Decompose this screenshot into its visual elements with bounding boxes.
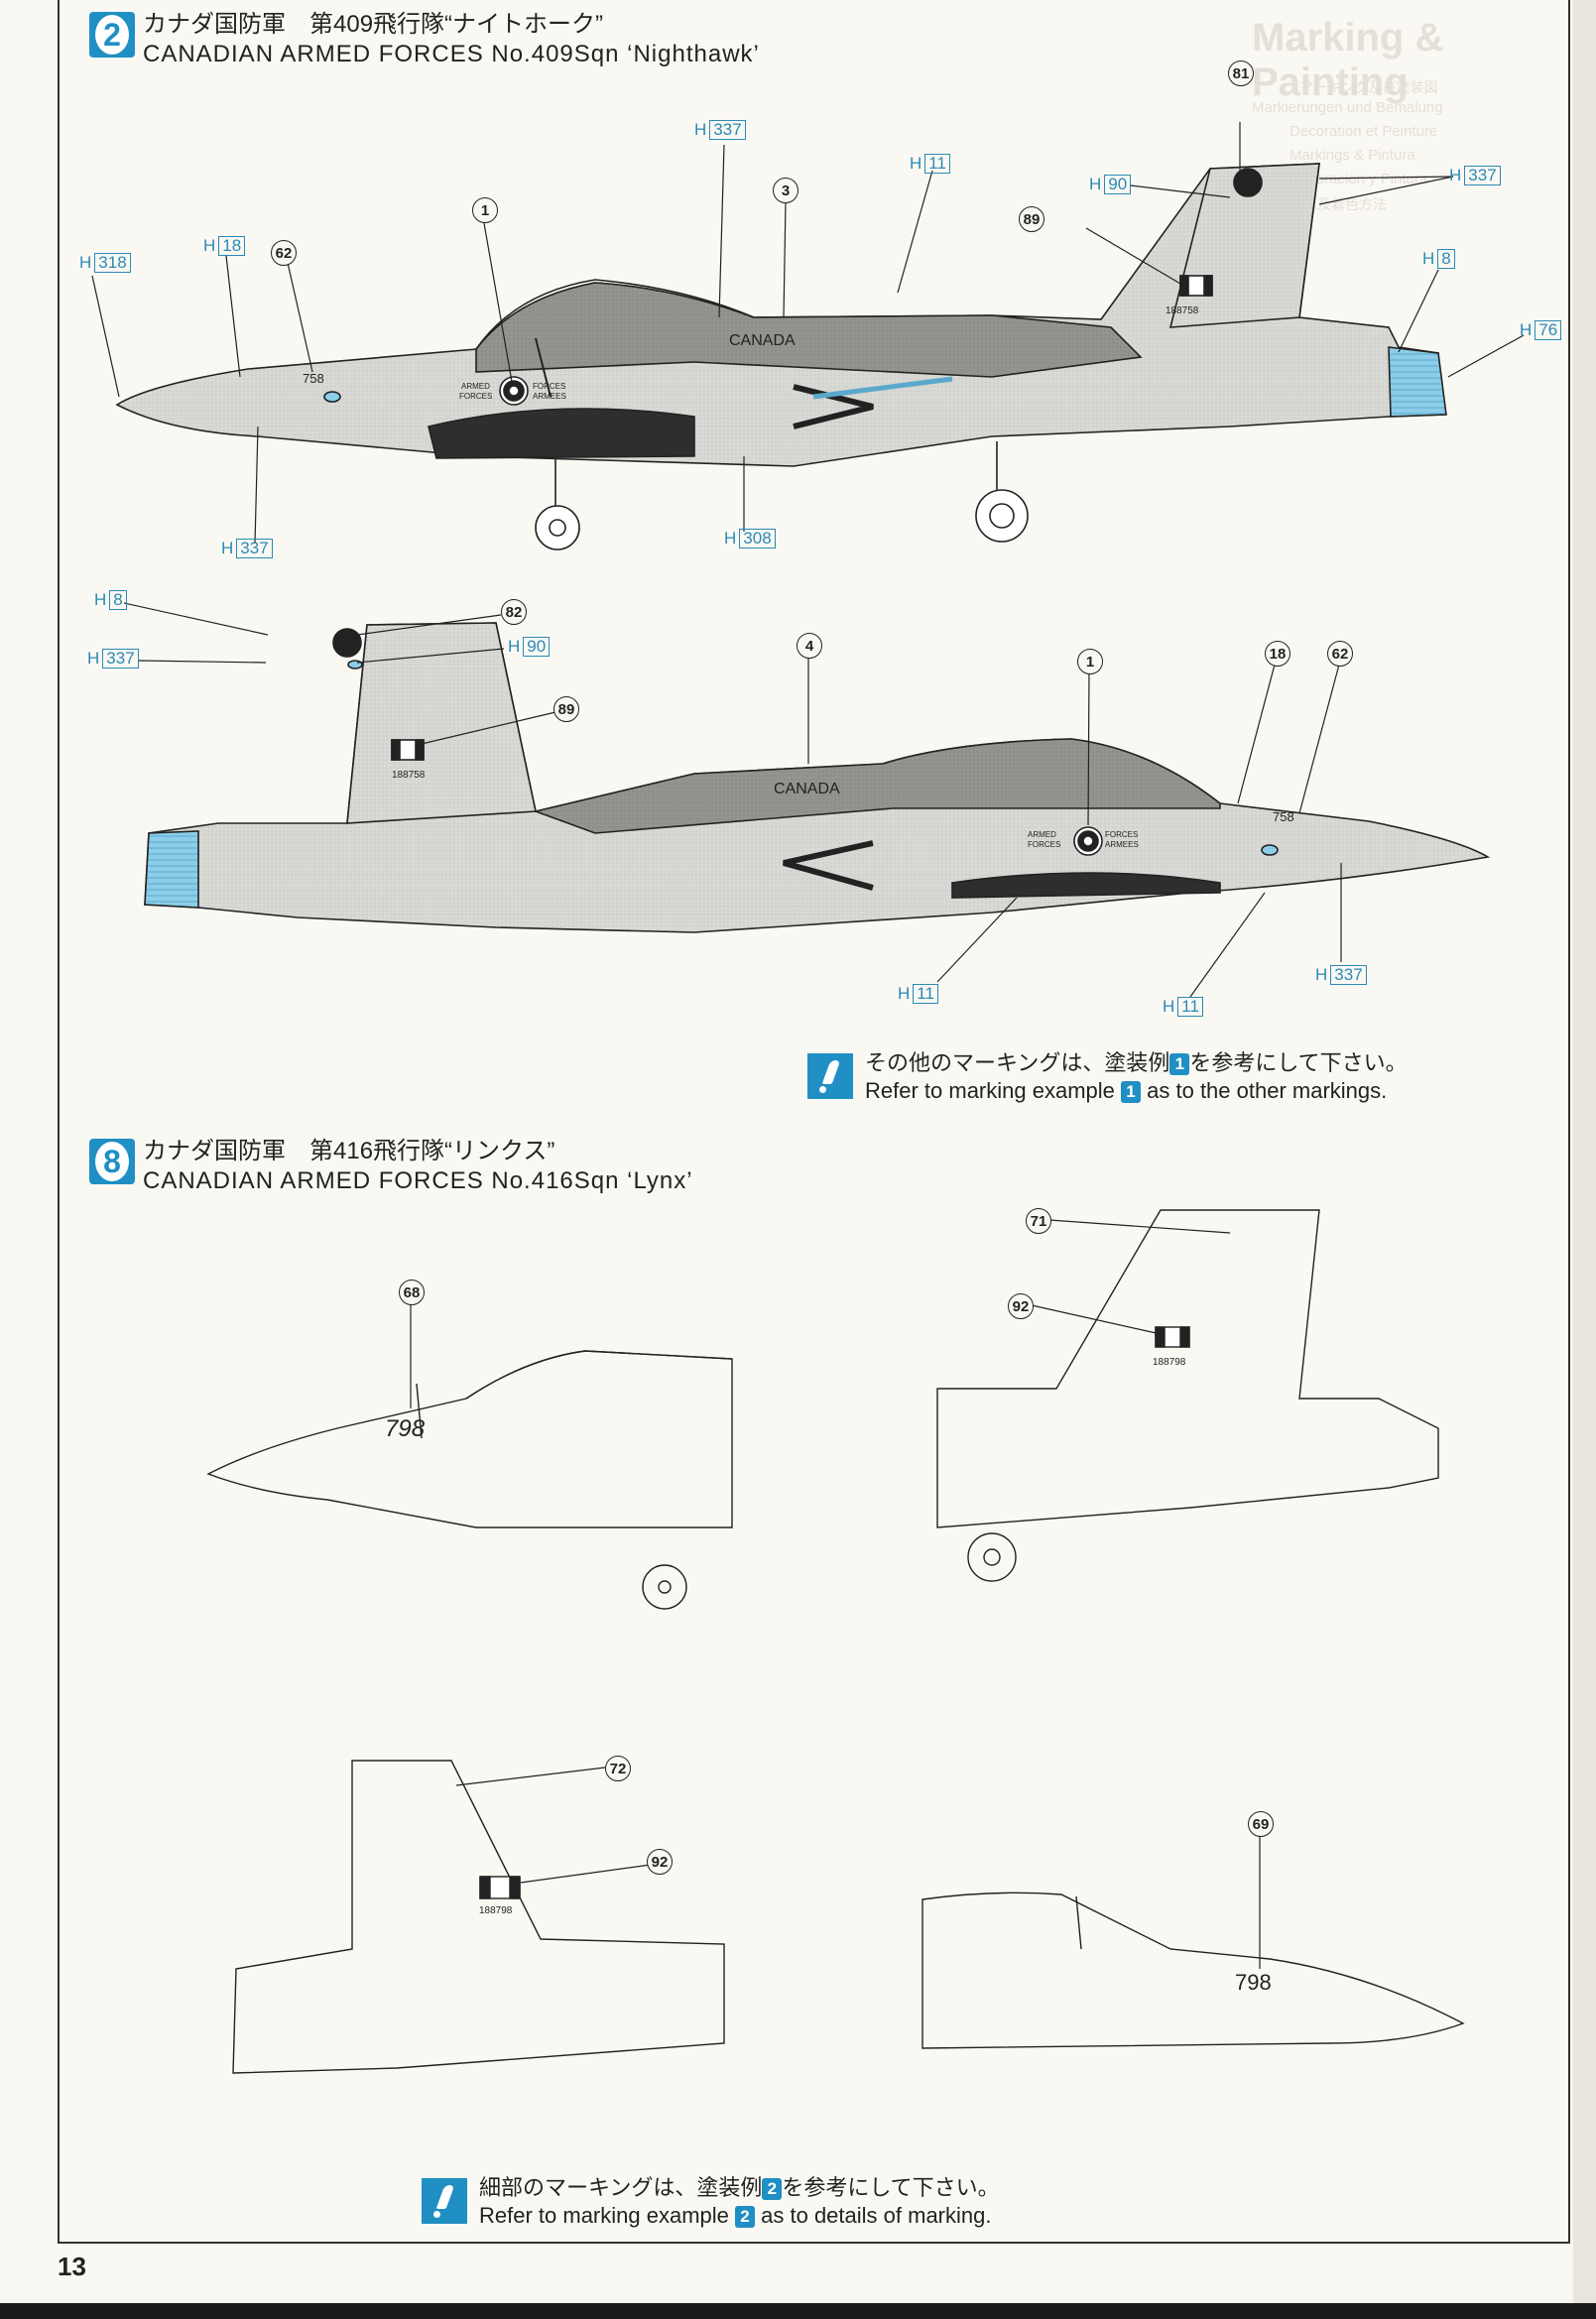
leader-lines bbox=[410, 1219, 1261, 1969]
decal-callout: 92 bbox=[647, 1849, 673, 1875]
ghost-title: Marking & Painting bbox=[1252, 16, 1444, 104]
decal-callout: 62 bbox=[1327, 641, 1353, 667]
decal-callout: 62 bbox=[271, 240, 297, 266]
section-title-en: CANADIAN ARMED FORCES No.416Sqn ‘Lynx’ bbox=[143, 1167, 693, 1194]
decal-callout: 4 bbox=[797, 633, 822, 659]
decal-callout: 92 bbox=[1008, 1293, 1034, 1319]
decal-callout: 81 bbox=[1228, 61, 1254, 86]
example-badge: 2 bbox=[762, 2178, 783, 2201]
aircraft-right-nose-view bbox=[921, 1892, 1465, 2049]
roundel-text: ARMEES bbox=[1105, 840, 1139, 849]
note-text-en: Refer to marking example bbox=[479, 2203, 729, 2228]
decal-callout: 82 bbox=[501, 599, 527, 625]
note-text-en: Refer to marking example bbox=[865, 1078, 1115, 1103]
tail-serial: 188758 bbox=[1166, 305, 1199, 316]
decal-callout: 1 bbox=[472, 197, 498, 223]
roundel-text: ARMED bbox=[1028, 830, 1056, 839]
aircraft-left-side-view bbox=[115, 163, 1447, 550]
ghost-line: Decoracion y Pintura bbox=[1289, 171, 1428, 187]
decal-callout: 89 bbox=[553, 696, 579, 722]
marking-number-badge: 8 bbox=[89, 1139, 135, 1184]
page-number: 13 bbox=[58, 2252, 86, 2281]
example-badge: 1 bbox=[1169, 1053, 1190, 1076]
decal-callout: 71 bbox=[1026, 1208, 1051, 1234]
roundel-text: ARMED bbox=[461, 382, 490, 391]
decal-callout: 3 bbox=[773, 178, 798, 203]
ghost-line: Decoration et Peinture bbox=[1289, 123, 1438, 140]
note-icon bbox=[807, 1053, 853, 1099]
aircraft-right-side-view bbox=[144, 622, 1491, 933]
nose-number: 758 bbox=[303, 371, 324, 386]
nose-number: 758 bbox=[1273, 809, 1294, 824]
decal-callout: 18 bbox=[1265, 641, 1290, 667]
decal-callout: 72 bbox=[605, 1756, 631, 1781]
nose-number: 798 bbox=[385, 1415, 426, 1442]
roundel-text: FORCES bbox=[1105, 830, 1138, 839]
decal-callout: 69 bbox=[1248, 1811, 1274, 1837]
aircraft-left-nose-view bbox=[206, 1350, 733, 1610]
leader-lines bbox=[123, 602, 1342, 998]
tail-serial: 188798 bbox=[479, 1905, 513, 1916]
roundel-text: ARMEES bbox=[533, 392, 566, 401]
aircraft-left-tail-view bbox=[936, 1209, 1439, 1582]
ghost-line: マーキング及び塗装図 bbox=[1299, 79, 1438, 95]
section-header-2: 2 カナダ国防軍 第409飛行隊“ナイトホーク” CANADIAN ARMED … bbox=[89, 10, 760, 69]
example-badge: 2 bbox=[735, 2206, 756, 2229]
page-gutter bbox=[1573, 0, 1596, 2303]
decal-callout: 1 bbox=[1077, 649, 1103, 674]
note-text-jp: その他のマーキングは、塗装例 bbox=[865, 1050, 1170, 1075]
page-frame bbox=[58, 0, 1570, 2244]
note-text-jp: 細部のマーキングは、塗装例 bbox=[479, 2175, 763, 2200]
marking-number-badge: 2 bbox=[89, 12, 135, 58]
decal-callout: 68 bbox=[399, 1280, 425, 1305]
fuselage-text: CANADA bbox=[729, 332, 796, 349]
note-icon bbox=[422, 2178, 467, 2224]
section-title-en: CANADIAN ARMED FORCES No.409Sqn ‘Nightha… bbox=[143, 41, 760, 67]
ghost-line: Markings & Pintura bbox=[1289, 147, 1415, 164]
ghost-line: Markierungen und Bemalung bbox=[1252, 99, 1443, 116]
section-title-jp: カナダ国防軍 第416飛行隊“リンクス” bbox=[143, 1138, 555, 1164]
section-header-8: 8 カナダ国防軍 第416飛行隊“リンクス” CANADIAN ARMED FO… bbox=[89, 1137, 693, 1196]
decal-callout: 89 bbox=[1019, 206, 1044, 232]
scan-border bbox=[0, 2303, 1596, 2319]
nose-number: 798 bbox=[1235, 1970, 1272, 1995]
aircraft-right-tail-view bbox=[232, 1760, 725, 2074]
roundel-text: FORCES bbox=[1028, 840, 1060, 849]
leader-lines bbox=[91, 122, 1525, 545]
section-title-jp: カナダ国防軍 第409飛行隊“ナイトホーク” bbox=[143, 11, 604, 38]
roundel-text: FORCES bbox=[459, 392, 492, 401]
fuselage-text: CANADA bbox=[774, 781, 840, 797]
tail-serial: 188758 bbox=[392, 770, 426, 781]
tail-serial: 188798 bbox=[1153, 1357, 1186, 1368]
example-badge: 1 bbox=[1121, 1081, 1142, 1104]
roundel-text: FORCES bbox=[533, 382, 565, 391]
